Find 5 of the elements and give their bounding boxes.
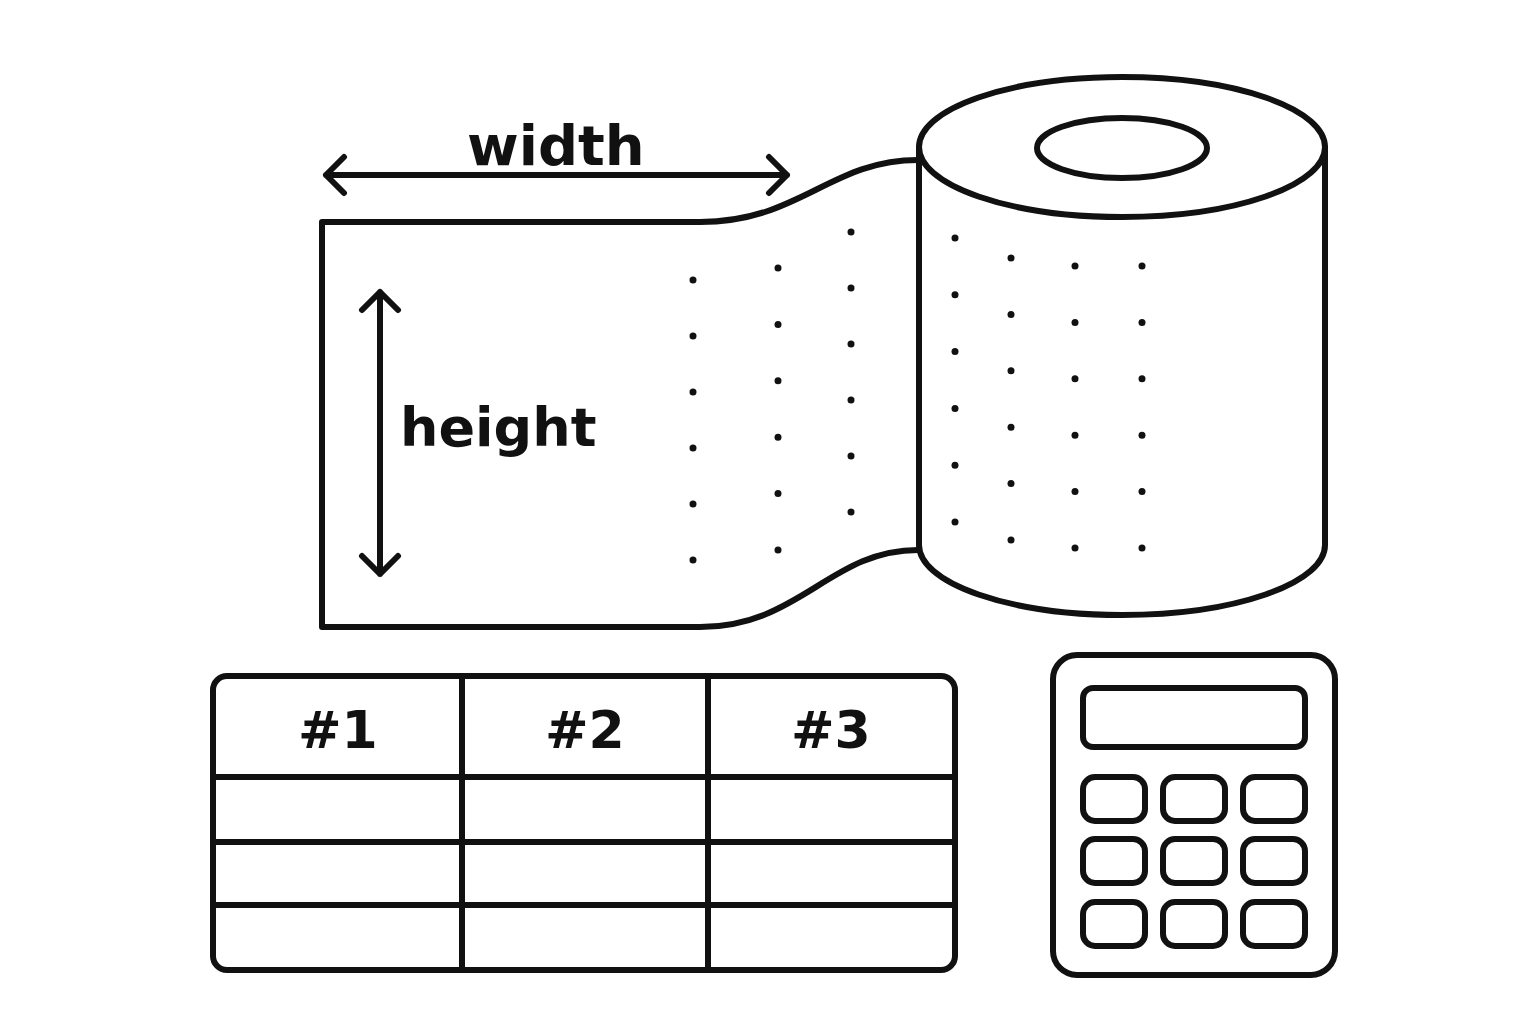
dimension-label: width xyxy=(467,118,645,174)
dimension-label: height xyxy=(400,401,597,455)
column-header: #3 xyxy=(791,704,871,756)
column-header: #1 xyxy=(298,704,378,756)
column-header: #2 xyxy=(545,704,625,756)
